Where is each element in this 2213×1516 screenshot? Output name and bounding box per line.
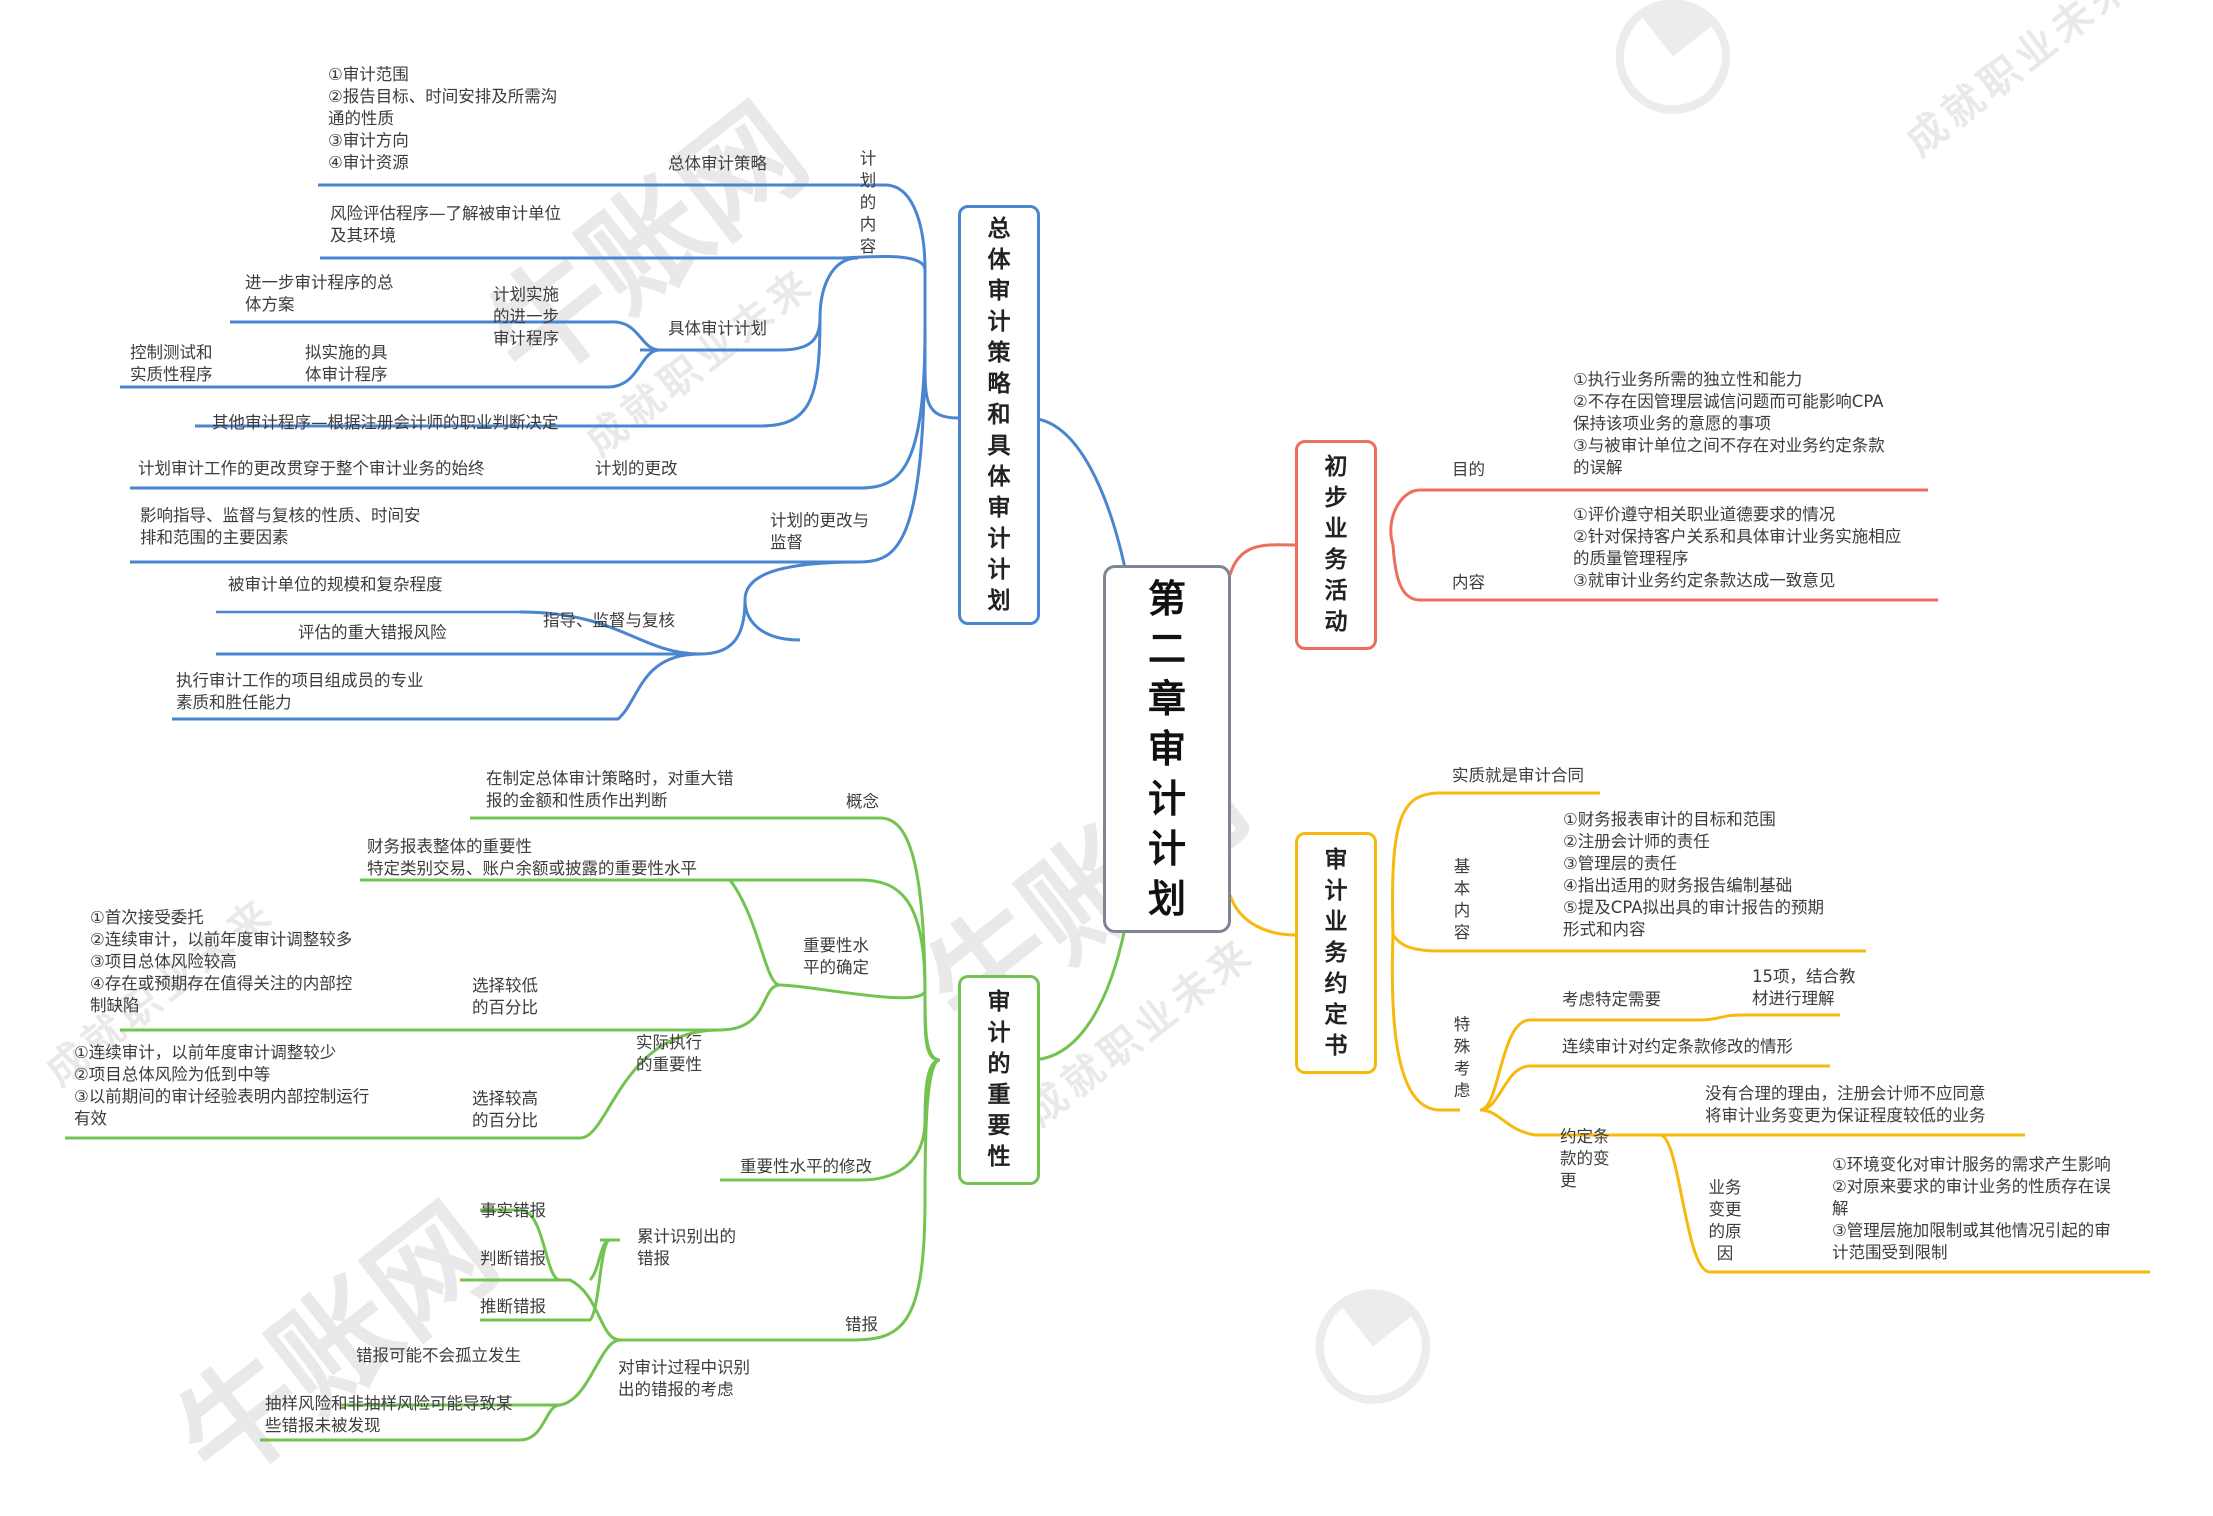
terms-change-label[interactable]: 约定条 款的变 更 (1560, 1127, 1610, 1190)
lower-percentage-label[interactable]: 选择较低 的百分比 (472, 976, 538, 1017)
accumulated-misstatements-label[interactable]: 累计识别出的 错报 (637, 1227, 736, 1268)
other-procedures-node[interactable]: 其他审计程序—根据注册会计师的职业判断决定 (212, 413, 559, 432)
branch-preliminary-label: 初步业务活动 (1324, 454, 1348, 635)
factor-risk[interactable]: 评估的重大错报风险 (298, 623, 447, 642)
specific-needs-detail[interactable]: 15项，结合教 材进行理解 (1752, 967, 1856, 1008)
overall-strategy-label[interactable]: 总体审计策略 (668, 154, 767, 173)
materiality-determination-label[interactable]: 重要性水 平的确定 (803, 936, 869, 977)
factor-competence[interactable]: 执行审计工作的项目组成员的专业 素质和胜任能力 (176, 671, 424, 712)
fs-level-materiality[interactable]: 财务报表整体的重要性 特定类别交易、账户余额或披露的重要性水平 (367, 837, 697, 878)
content-items[interactable]: ①评价遵守相关职业道德要求的情况 ②针对保持客户关系和具体审计业务实施相应 的质… (1573, 505, 1902, 590)
projected-misstatement[interactable]: 推断错报 (480, 1297, 546, 1316)
factual-misstatement[interactable]: 事实错报 (480, 1201, 546, 1220)
branch-engagement[interactable]: 审计业务约定书 (1295, 832, 1377, 1074)
performance-materiality-label[interactable]: 实际执行 的重要性 (636, 1033, 702, 1074)
factor-scale[interactable]: 被审计单位的规模和复杂程度 (228, 575, 443, 594)
essence-node[interactable]: 实质就是审计合同 (1452, 766, 1584, 785)
supervision-label[interactable]: 指导、监督与复核 (543, 611, 675, 630)
misstatement-label[interactable]: 错报 (845, 1315, 878, 1334)
special-considerations-label[interactable]: 特殊考虑 (1453, 1015, 1471, 1100)
supervision-factors[interactable]: 影响指导、监督与复核的性质、时间安 排和范围的主要因素 (140, 506, 421, 547)
sampling-risk-node[interactable]: 抽样风险和非抽样风险可能导致某 些错报未被发现 (265, 1394, 513, 1435)
plan-content-label[interactable]: 计划的内容 (859, 149, 877, 256)
plan-change-text[interactable]: 计划审计工作的更改贯穿于整个审计业务的始终 (138, 459, 485, 478)
basic-content-label[interactable]: 基本内容 (1453, 857, 1471, 942)
central-topic[interactable]: 第二章审计计划 (1103, 565, 1231, 933)
purpose-items[interactable]: ①执行业务所需的独立性和能力 ②不存在因管理层诚信问题而可能影响CPA 保持该项… (1573, 370, 1885, 477)
materiality-revision-node[interactable]: 重要性水平的修改 (740, 1157, 872, 1176)
branch-preliminary[interactable]: 初步业务活动 (1295, 440, 1377, 650)
overall-strategy-items[interactable]: ①审计范围 ②报告目标、时间安排及所需沟 通的性质 ③审计方向 ④审计资源 (328, 65, 558, 172)
planned-specific-procedures[interactable]: 拟实施的具 体审计程序 (305, 343, 388, 384)
risk-assessment-node[interactable]: 风险评估程序—了解被审计单位 及其环境 (330, 204, 561, 245)
specific-plan-label[interactable]: 具体审计计划 (668, 319, 767, 338)
branch-plan[interactable]: 总体审计策略和具体审计计划 (958, 205, 1040, 625)
branch-plan-label: 总体审计策略和具体审计计划 (987, 215, 1011, 614)
misstatement-consideration-label[interactable]: 对审计过程中识别 出的错报的考虑 (618, 1358, 750, 1399)
higher-percentage-label[interactable]: 选择较高 的百分比 (472, 1089, 538, 1130)
continuous-audit-node[interactable]: 连续审计对约定条款修改的情形 (1562, 1037, 1793, 1056)
central-topic-label: 第二章审计计划 (1147, 577, 1186, 921)
content-label[interactable]: 内容 (1452, 573, 1485, 592)
branch-engagement-label: 审计业务约定书 (1324, 846, 1348, 1059)
basic-content-items[interactable]: ①财务报表审计的目标和范围 ②注册会计师的责任 ③管理层的责任 ④指出适用的财务… (1563, 810, 1824, 939)
no-reason-node[interactable]: 没有合理的理由，注册会计师不应同意 将审计业务变更为保证程度较低的业务 (1705, 1084, 1986, 1125)
change-supervision-label[interactable]: 计划的更改与 监督 (770, 511, 869, 552)
purpose-label[interactable]: 目的 (1452, 460, 1485, 479)
change-reasons-items[interactable]: ①环境变化对审计服务的需求产生影响 ②对原来要求的审计业务的性质存在误 解 ③管… (1832, 1155, 2111, 1262)
concept-text[interactable]: 在制定总体审计策略时，对重大错 报的金额和性质作出判断 (486, 769, 734, 810)
change-reasons-label[interactable]: 业务变更的原因 (1708, 1178, 1742, 1263)
lower-percentage-items[interactable]: ①首次接受委托 ②连续审计，以前年度审计调整较多 ③项目总体风险较高 ④存在或预… (90, 908, 353, 1015)
control-substantive-node[interactable]: 控制测试和 实质性程序 (130, 343, 213, 384)
specific-needs-node[interactable]: 考虑特定需要 (1562, 990, 1661, 1009)
branch-materiality-label: 审计的重要性 (987, 989, 1011, 1170)
concept-label[interactable]: 概念 (846, 792, 879, 811)
judgmental-misstatement[interactable]: 判断错报 (480, 1249, 546, 1268)
plan-change-label[interactable]: 计划的更改 (595, 459, 678, 478)
not-isolated-node[interactable]: 错报可能不会孤立发生 (356, 1346, 521, 1365)
further-overall-plan[interactable]: 进一步审计程序的总 体方案 (245, 273, 394, 314)
higher-percentage-items[interactable]: ①连续审计，以前年度审计调整较少 ②项目总体风险为低到中等 ③以前期间的审计经验… (74, 1043, 370, 1128)
branch-materiality[interactable]: 审计的重要性 (958, 975, 1040, 1185)
further-procedures-label[interactable]: 计划实施 的进一步 审计程序 (493, 285, 559, 348)
